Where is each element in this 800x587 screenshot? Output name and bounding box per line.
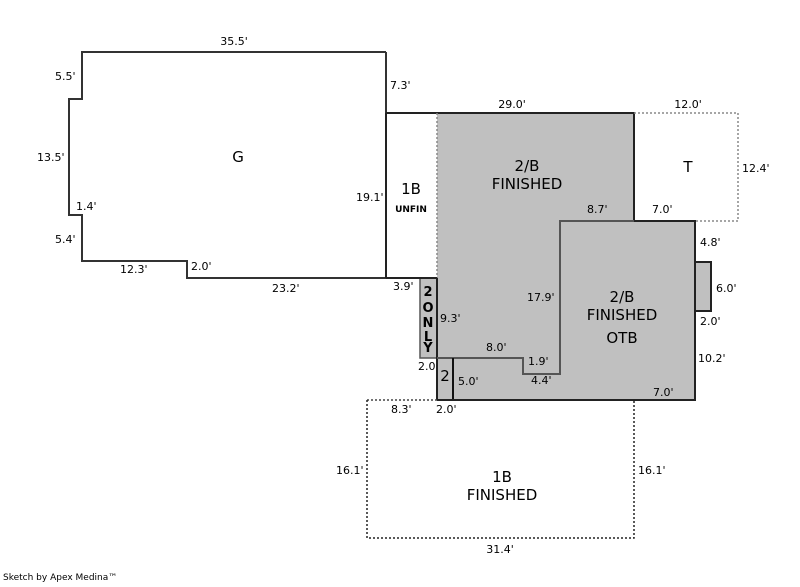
label-1b-finished-2: FINISHED xyxy=(467,486,538,504)
svg-text:5.0': 5.0' xyxy=(458,375,479,388)
svg-text:23.2': 23.2' xyxy=(272,282,300,295)
svg-text:12.0': 12.0' xyxy=(674,98,702,111)
bump-out xyxy=(694,261,712,312)
terrace-outline xyxy=(634,112,739,222)
svg-text:O: O xyxy=(422,301,433,316)
garage-outline xyxy=(68,51,387,279)
svg-text:2.0': 2.0' xyxy=(700,315,721,328)
label-1b-finished: 1B xyxy=(492,468,512,486)
label-otb-3: OTB xyxy=(606,329,637,347)
svg-text:2.0': 2.0' xyxy=(436,403,457,416)
label-two-only: 2 O N L Y xyxy=(422,285,433,356)
svg-text:1.9': 1.9' xyxy=(528,355,549,368)
svg-text:3.9': 3.9' xyxy=(393,280,414,293)
svg-text:4.4': 4.4' xyxy=(531,374,552,387)
svg-text:4.8': 4.8' xyxy=(700,236,721,249)
svg-text:1.4': 1.4' xyxy=(76,200,97,213)
svg-text:2: 2 xyxy=(423,285,432,300)
svg-text:31.4': 31.4' xyxy=(486,543,514,556)
sketch-credit: Sketch by Apex Medina™ xyxy=(3,573,118,583)
finished-1b-outline xyxy=(366,400,635,539)
label-unfin: UNFIN xyxy=(395,205,427,215)
svg-text:16.1': 16.1' xyxy=(638,464,666,477)
svg-text:L: L xyxy=(424,330,432,345)
dimension-labels: 35.5' 5.5' 13.5' 1.4' 5.4' 12.3' 2.0' 23… xyxy=(37,35,770,556)
svg-text:8.0': 8.0' xyxy=(486,341,507,354)
svg-text:13.5': 13.5' xyxy=(37,151,65,164)
svg-text:5.4': 5.4' xyxy=(55,233,76,246)
svg-text:2.0: 2.0 xyxy=(418,360,436,373)
svg-text:12.3': 12.3' xyxy=(120,263,148,276)
label-two: 2 xyxy=(440,367,450,385)
svg-text:10.2': 10.2' xyxy=(698,352,726,365)
label-1b-unfin: 1B xyxy=(401,180,421,198)
svg-text:7.3': 7.3' xyxy=(390,79,411,92)
unfin-outline xyxy=(386,112,696,401)
svg-text:5.5': 5.5' xyxy=(55,70,76,83)
label-otb-1: 2/B xyxy=(610,288,635,306)
svg-text:12.4': 12.4' xyxy=(742,162,770,175)
label-otb-2: FINISHED xyxy=(587,306,658,324)
svg-text:7.0': 7.0' xyxy=(652,203,673,216)
svg-text:35.5': 35.5' xyxy=(220,35,248,48)
label-terrace: T xyxy=(682,158,693,176)
svg-text:29.0': 29.0' xyxy=(498,98,526,111)
svg-text:17.9': 17.9' xyxy=(527,291,555,304)
svg-text:19.1': 19.1' xyxy=(356,191,384,204)
svg-text:9.3': 9.3' xyxy=(440,312,461,325)
label-2b: 2/B xyxy=(515,157,540,175)
label-garage: G xyxy=(232,148,244,166)
svg-text:16.1': 16.1' xyxy=(336,464,364,477)
svg-text:7.0': 7.0' xyxy=(653,386,674,399)
svg-text:N: N xyxy=(423,316,434,331)
label-2b-finished: FINISHED xyxy=(492,175,563,193)
svg-text:6.0': 6.0' xyxy=(716,282,737,295)
svg-text:2.0': 2.0' xyxy=(191,260,212,273)
finished-2b-area xyxy=(437,113,695,400)
otb-outline xyxy=(437,220,634,375)
svg-text:8.3': 8.3' xyxy=(391,403,412,416)
svg-text:8.7': 8.7' xyxy=(587,203,608,216)
svg-text:Y: Y xyxy=(422,341,433,356)
